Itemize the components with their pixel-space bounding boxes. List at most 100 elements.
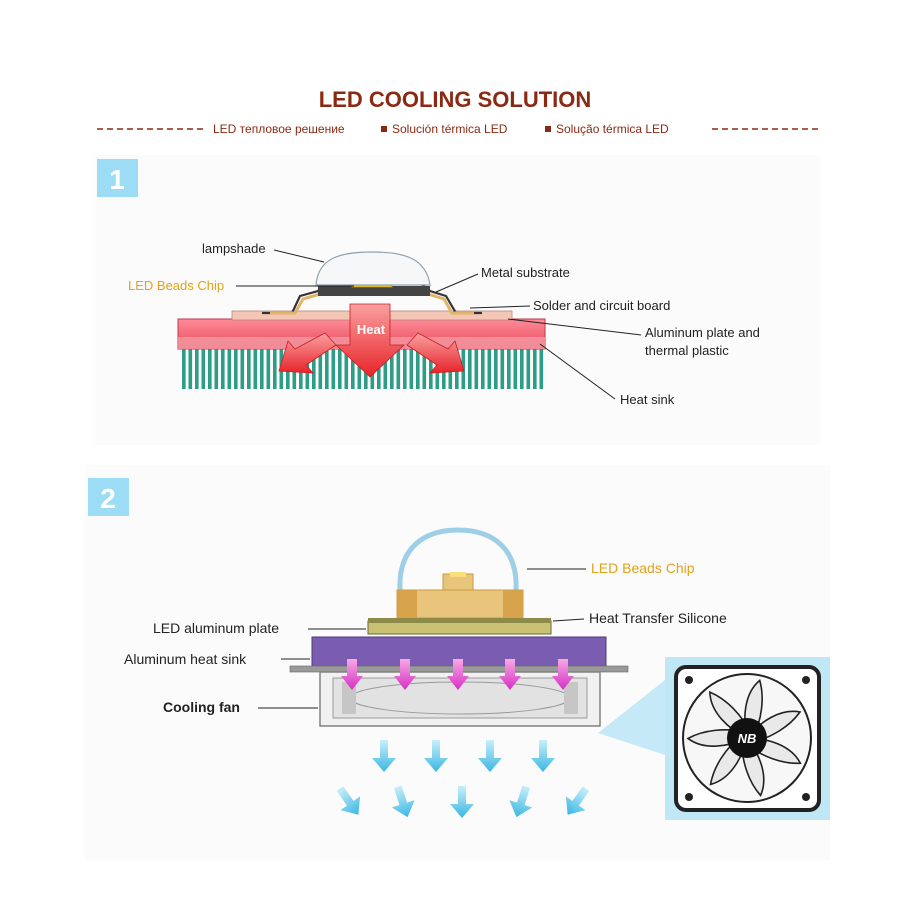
label-heat-sink: Heat sink <box>620 392 675 407</box>
heat-sink-fin <box>474 349 479 389</box>
leader-heat-transfer-silicone <box>552 618 585 622</box>
heat-flow-arrow <box>341 659 363 690</box>
heat-sink-fin <box>383 349 388 389</box>
section-2-lampshade-dome <box>397 527 519 591</box>
heat-sink-fin <box>240 349 245 389</box>
heat-sink-fin <box>351 349 355 389</box>
heat-sink-fin <box>247 349 251 389</box>
heat-sink-fin <box>201 349 206 389</box>
section-2-led-chip-top <box>450 572 466 577</box>
leader-lampshade <box>273 249 325 263</box>
subtitle-spanish: Solución térmica LED <box>392 122 508 136</box>
airflow-arrow <box>531 740 555 772</box>
label-lampshade: lampshade <box>202 241 266 256</box>
heat-sink-fin <box>253 349 258 389</box>
airflow-arrow <box>336 786 361 815</box>
heat-sink-fin <box>260 349 264 389</box>
heat-sink-fin <box>208 349 212 389</box>
section-1-heat-arrow-left <box>278 332 337 374</box>
label-heat-transfer-silicone: Heat Transfer Silicone <box>589 610 727 626</box>
heat-sink-fin <box>266 349 271 389</box>
fan-hub-logo: NB <box>738 731 757 746</box>
heat-sink-fin <box>396 349 401 389</box>
leader-aluminum-plate <box>507 318 642 336</box>
section-2-airflow-arrows <box>336 740 590 818</box>
heat-sink-fin <box>429 349 433 389</box>
heat-flow-arrow <box>552 659 574 690</box>
heat-sink-fin <box>182 349 186 389</box>
heat-flow-arrow <box>394 659 416 690</box>
airflow-arrow <box>372 740 396 772</box>
section-1-heat-label: Heat <box>357 322 386 337</box>
section-2-led-aluminum-plate <box>368 618 551 623</box>
section-2-fan-side-left <box>342 682 356 714</box>
heat-sink-fin <box>409 349 414 389</box>
heat-sink-fin <box>338 349 342 389</box>
subtitle-portuguese: Solução térmica LED <box>556 122 669 136</box>
fan-mount-hole <box>685 676 693 684</box>
airflow-arrow <box>478 740 502 772</box>
heat-sink-fin <box>487 349 492 389</box>
heat-sink-fin <box>227 349 232 389</box>
label-aluminum-plate-line1: Aluminum plate and <box>645 325 760 340</box>
section-2-badge-number: 2 <box>100 483 116 514</box>
heat-sink-fin <box>188 349 193 389</box>
section-2-chip-base-left-cap <box>397 590 417 618</box>
heat-flow-arrow <box>499 659 521 690</box>
heat-sink-fin <box>539 349 544 389</box>
label-cooling-fan: Cooling fan <box>163 699 240 715</box>
fan-mount-hole <box>802 793 810 801</box>
airflow-arrow <box>391 785 415 818</box>
section-2-heat-arrows <box>341 659 574 690</box>
label-led-aluminum-plate: LED aluminum plate <box>153 620 279 636</box>
fan-hub <box>727 718 767 758</box>
label-led-beads-chip-2: LED Beads Chip <box>591 560 695 576</box>
label-solder-circuit-board: Solder and circuit board <box>533 298 670 313</box>
heat-sink-fin <box>500 349 505 389</box>
heat-sink-fin <box>357 349 362 389</box>
leader-heat-sink <box>539 343 616 400</box>
heat-flow-arrow <box>447 659 469 690</box>
section-1-heat-arrow-right <box>406 332 465 374</box>
heat-sink-fin <box>318 349 323 389</box>
heat-sink-fin <box>422 349 427 389</box>
leader-metal-substrate <box>435 273 479 293</box>
heat-sink-fin <box>390 349 394 389</box>
heat-sink-fin <box>344 349 349 389</box>
section-1-chip-body <box>318 286 430 296</box>
section-1-solder-lead <box>427 292 474 315</box>
leader-solder <box>469 305 531 309</box>
fan-mount-hole <box>685 793 693 801</box>
heat-sink-fin <box>312 349 316 389</box>
airflow-arrow <box>509 785 533 818</box>
heat-sink-fin <box>403 349 407 389</box>
heat-sink-fin <box>494 349 498 389</box>
subtitle-bullet <box>381 126 387 132</box>
heat-sink-fin <box>533 349 537 389</box>
label-led-beads-chip-1: LED Beads Chip <box>128 278 224 293</box>
heat-sink-fin <box>507 349 511 389</box>
subtitle-bullet <box>545 126 551 132</box>
heat-sink-fin <box>273 349 277 389</box>
heat-sink-fin <box>468 349 472 389</box>
heat-sink-fin <box>325 349 329 389</box>
section-2-badge <box>88 478 129 516</box>
heat-sink-fin <box>481 349 485 389</box>
label-aluminum-plate-line2: thermal plastic <box>645 343 729 358</box>
heat-sink-fin <box>195 349 199 389</box>
page-title: LED COOLING SOLUTION <box>319 87 592 112</box>
fan-mount-hole <box>802 676 810 684</box>
heat-sink-fin <box>513 349 518 389</box>
label-metal-substrate: Metal substrate <box>481 265 570 280</box>
section-1-badge-number: 1 <box>109 164 125 195</box>
airflow-arrow <box>450 786 474 818</box>
airflow-arrow <box>565 786 590 815</box>
section-1-badge <box>97 159 138 197</box>
heat-sink-fin <box>526 349 531 389</box>
section-2-chip-base-right-cap <box>503 590 523 618</box>
section-2-fan-side-right <box>564 682 578 714</box>
section-1-heat-arrow-main <box>334 303 406 378</box>
section-1-background <box>95 155 820 445</box>
section-1-lampshade <box>315 251 431 286</box>
